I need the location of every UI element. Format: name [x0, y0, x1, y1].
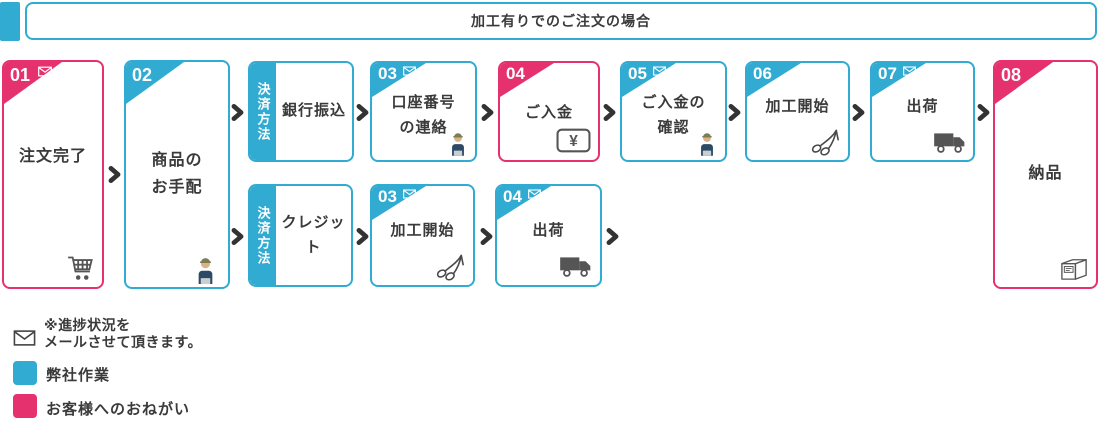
chevron-right-icon [481, 104, 494, 121]
legend-company-swatch [13, 361, 37, 385]
step-box-04b-shipping: 04 出荷 [495, 184, 602, 287]
step-number: 05 [628, 64, 647, 83]
step-label-line1: 口座番号 [391, 93, 456, 111]
step-label: 出荷 [906, 98, 939, 116]
chevron-right-icon [356, 104, 369, 121]
header-accent-square [0, 2, 20, 41]
chevron-right-icon [852, 104, 865, 121]
chevron-right-icon [231, 228, 244, 245]
truck-icon [559, 256, 592, 277]
chevron-right-icon [606, 228, 619, 245]
step-number: 08 [1001, 65, 1022, 85]
step-label-line2: 確認 [657, 118, 690, 136]
worker-icon [701, 133, 713, 156]
step-number: 01 [10, 65, 31, 85]
page-title: 加工有りでのご注文の場合 [471, 13, 651, 29]
step-number: 03 [378, 187, 397, 206]
step-label-line2: お手配 [151, 178, 203, 196]
payment-method-strip: 決済方法 [250, 63, 276, 160]
chevron-right-icon [977, 104, 990, 121]
legend-customer-label: お客様へのおねがい [46, 401, 191, 418]
svg-text:¥: ¥ [569, 133, 578, 150]
step-label: ご入金 [524, 104, 573, 122]
step-box-07-shipping: 07 出荷 [870, 61, 975, 162]
step-number: 03 [378, 64, 397, 83]
chevron-right-icon [603, 104, 616, 121]
step-label-line2: の連絡 [399, 118, 448, 136]
legend-company-label: 弊社作業 [46, 367, 111, 384]
step-number: 07 [878, 64, 897, 83]
chevron-right-icon [356, 228, 369, 245]
payment-method-strip: 決済方法 [250, 186, 276, 285]
step-box-05-confirm-payment: 05 ご入金の 確認 [620, 61, 727, 162]
step-number: 04 [503, 187, 522, 206]
step-box-02-arrange-goods: 02 商品の お手配 [124, 60, 230, 289]
chevron-right-icon [480, 228, 493, 245]
worker-icon [452, 133, 464, 156]
yen-icon: ¥ [556, 128, 591, 153]
step-box-04-payment: 04 ご入金 ¥ [498, 61, 600, 162]
header-title-box: 加工有りでのご注文の場合 [25, 2, 1097, 40]
payment-label: 銀行振込 [281, 102, 346, 120]
step-number: 06 [753, 64, 772, 83]
step-box-03-account-number: 03 口座番号 の連絡 [370, 61, 477, 162]
step-label-line1: ご入金の [641, 93, 706, 111]
step-number: 02 [132, 65, 153, 85]
chevron-right-icon [108, 166, 121, 183]
step-label: 加工開始 [390, 222, 455, 240]
payment-box-bank-transfer: 決済方法 銀行振込 [248, 61, 354, 162]
scissors-icon [435, 254, 464, 281]
step-label: 納品 [1028, 165, 1063, 183]
mail-note-line2: メールさせて頂きます。 [44, 334, 203, 351]
step-box-08-delivery: 08 納品 [993, 60, 1098, 289]
step-box-01-order-complete: 01 注文完了 [2, 60, 104, 289]
worker-icon [198, 258, 213, 284]
step-label: 注文完了 [18, 148, 87, 166]
step-number: 04 [506, 64, 525, 83]
step-box-03b-processing-start: 03 加工開始 [370, 184, 475, 287]
mail-icon [13, 330, 36, 346]
truck-icon [933, 132, 966, 153]
mail-note: ※進捗状況を メールさせて頂きます。 [44, 317, 202, 352]
step-box-06-processing-start: 06 加工開始 [745, 61, 850, 162]
cart-icon [67, 256, 93, 281]
step-label-line1: 商品の [151, 152, 203, 170]
payment-box-credit: 決済方法 クレジット [248, 184, 353, 287]
chevron-right-icon [728, 104, 741, 121]
step-label: 加工開始 [765, 98, 830, 116]
legend-customer-swatch [13, 394, 37, 418]
mail-note-line1: ※進捗状況を [44, 317, 131, 333]
package-icon [1061, 259, 1087, 280]
payment-label: クレジット [281, 213, 346, 256]
step-label: 出荷 [532, 222, 565, 240]
chevron-right-icon [231, 104, 244, 121]
scissors-icon [810, 129, 839, 156]
